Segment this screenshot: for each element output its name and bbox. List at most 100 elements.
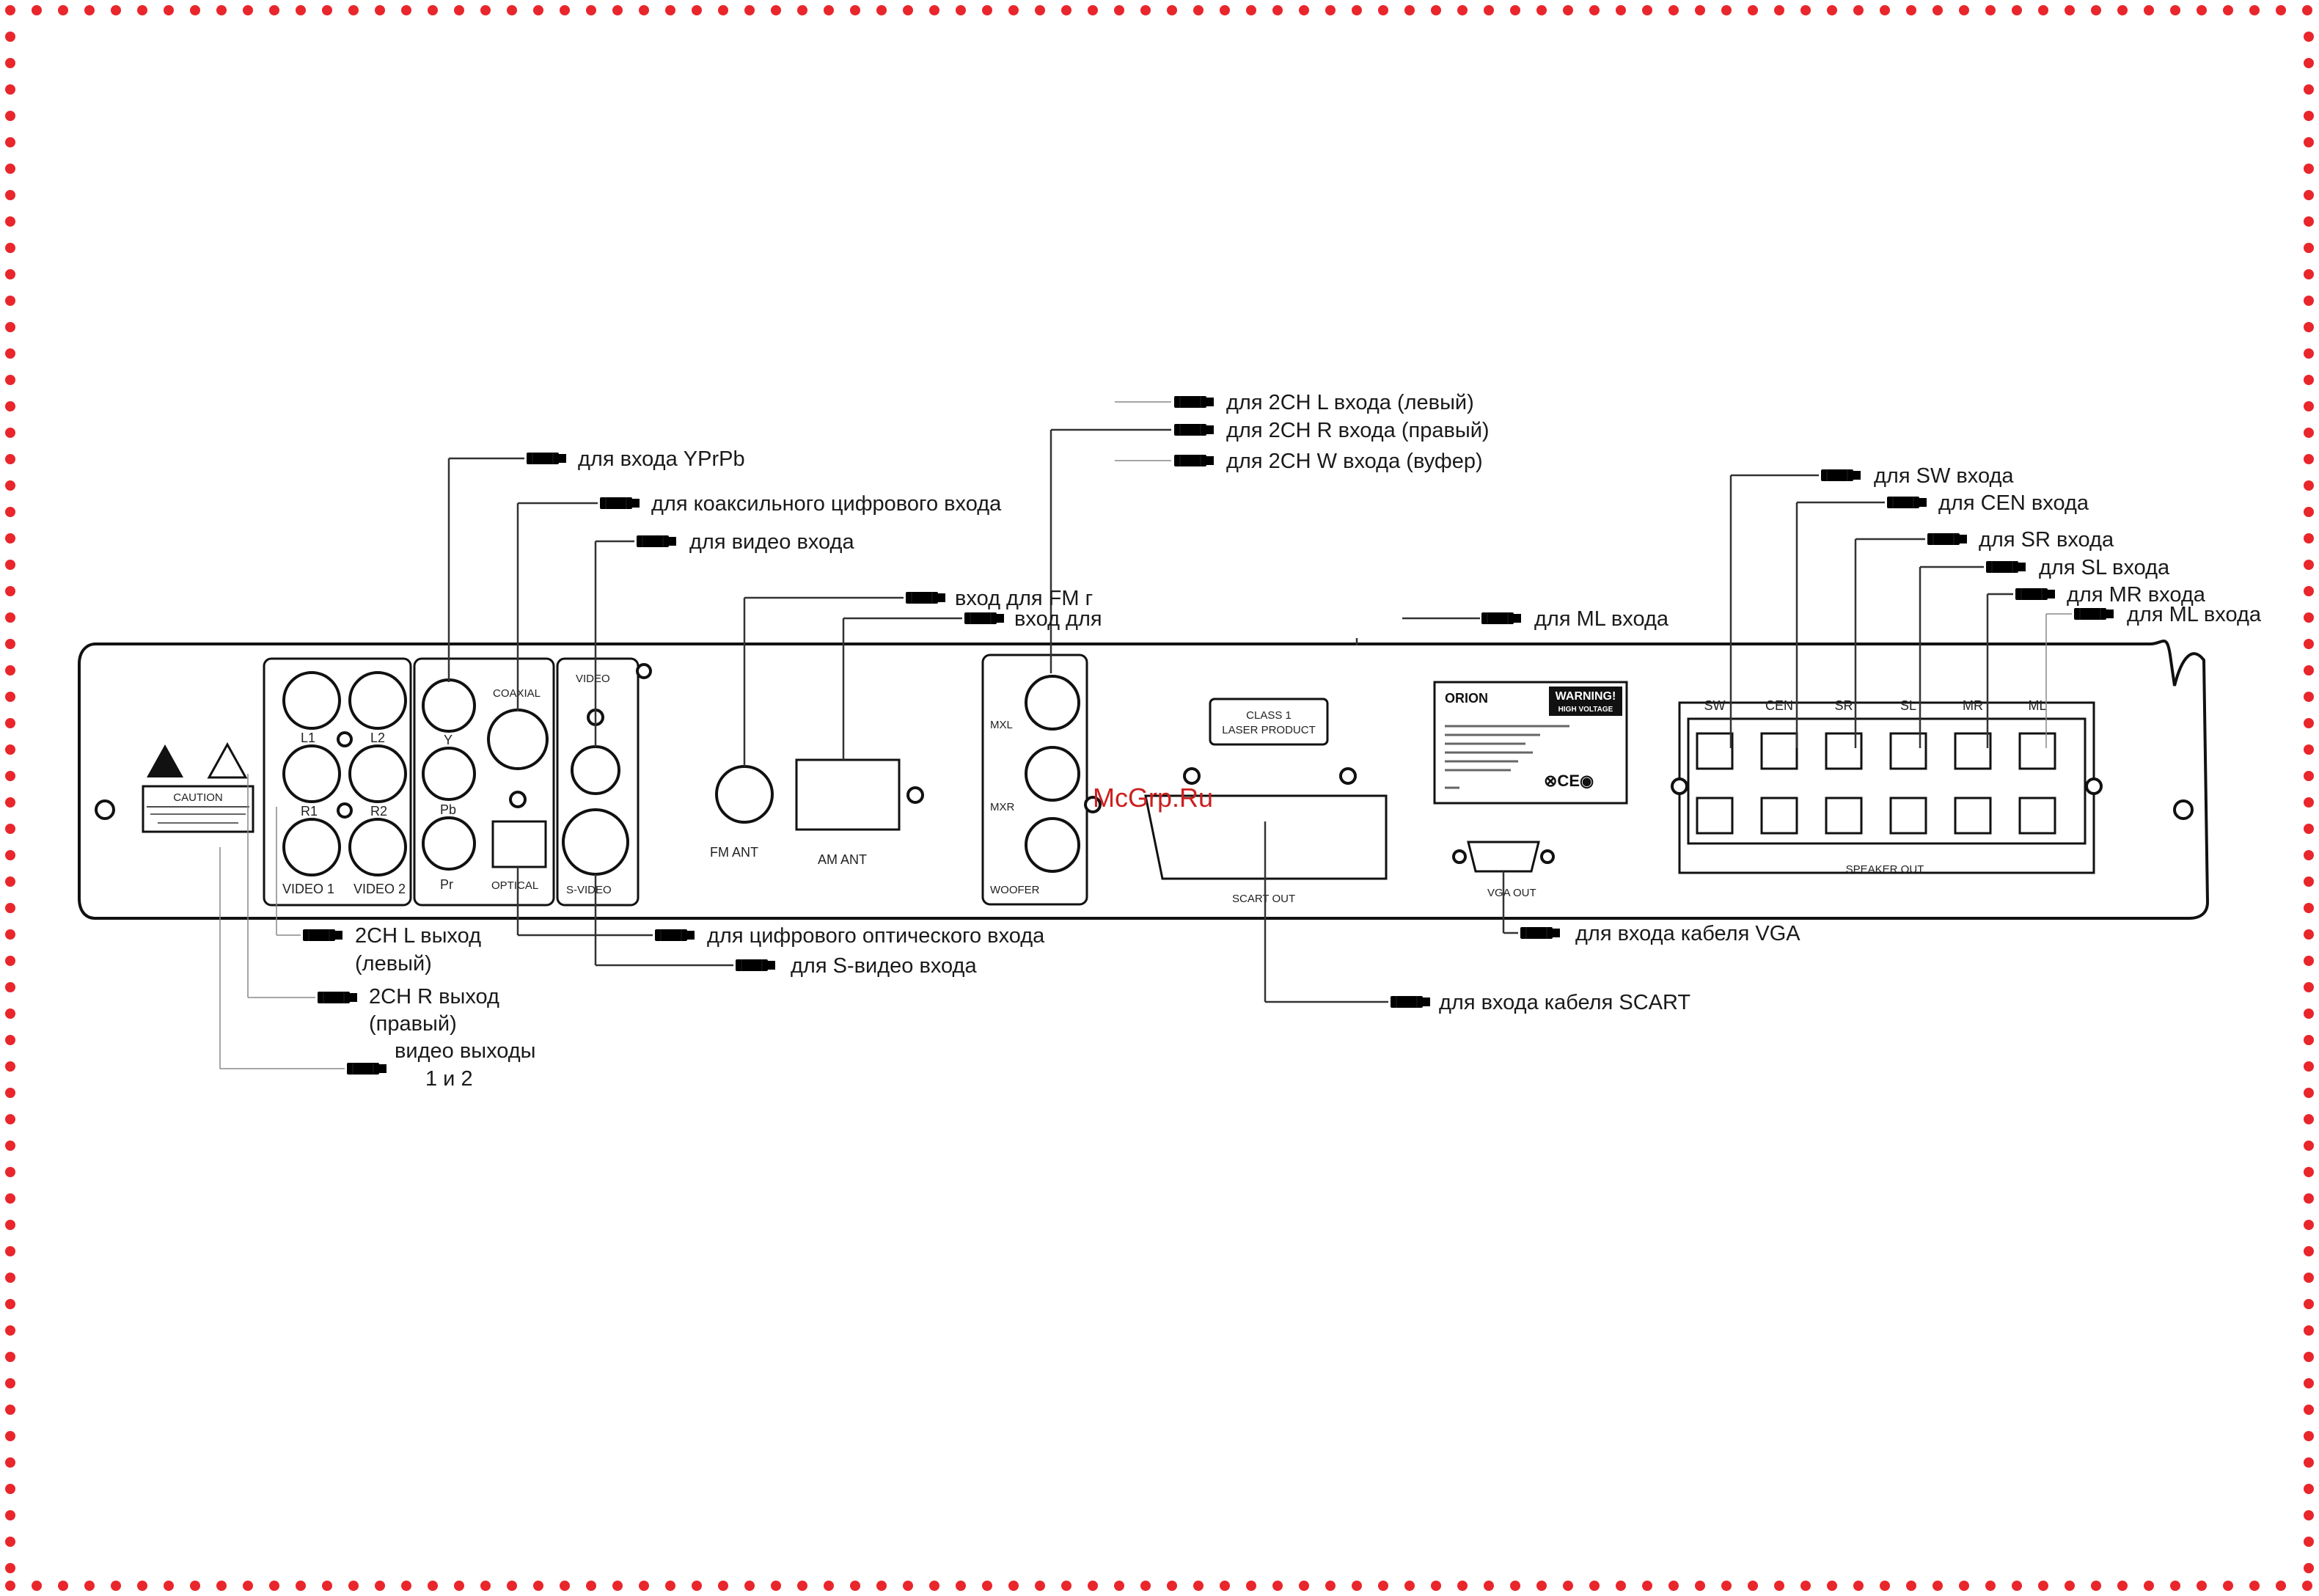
screw: [1084, 796, 1102, 813]
border-dot: [2304, 1088, 2314, 1098]
rca-plug-icon: [317, 991, 358, 1004]
video2-jack[interactable]: [348, 818, 407, 876]
border-dot: [2304, 718, 2314, 728]
mxr-jack[interactable]: [1025, 746, 1080, 802]
y-jack[interactable]: [422, 678, 476, 733]
border-dot: [1721, 1581, 1732, 1591]
leader-lines: [219, 401, 2072, 1069]
border-dot: [718, 1581, 728, 1591]
border-dot: [5, 269, 15, 279]
border-dot: [1985, 1581, 1996, 1591]
border-dot: [1272, 5, 1283, 15]
rca-plug-icon: [1173, 454, 1215, 467]
panel-screw-right: [2173, 799, 2194, 820]
border-dot: [560, 5, 570, 15]
speaker-terminal-sw-minus[interactable]: [1696, 797, 1734, 835]
border-dot: [84, 1581, 95, 1591]
border-dot: [2249, 5, 2260, 15]
coaxial-jack[interactable]: [487, 709, 549, 770]
border-dot: [2304, 164, 2314, 174]
am-ant-terminal[interactable]: [795, 758, 901, 831]
woofer-jack[interactable]: [1025, 817, 1080, 873]
speaker-terminal-ml-minus[interactable]: [2018, 797, 2056, 835]
border-dot: [5, 850, 15, 860]
speaker-label-sw: SW: [1704, 698, 1726, 713]
border-dot: [1774, 5, 1784, 15]
speaker-terminal-cen-plus[interactable]: [1760, 732, 1798, 770]
callout-out-l-1: 2CH L выход: [355, 924, 481, 948]
callout-sr: для SR входа: [1979, 528, 2114, 552]
border-dot: [5, 216, 15, 227]
border-dot: [1510, 5, 1520, 15]
border-dot: [401, 5, 411, 15]
vga-out-connector[interactable]: [1467, 841, 1540, 873]
border-dot: [2304, 296, 2314, 306]
border-dot: [5, 401, 15, 411]
fm-ant-jack[interactable]: [715, 765, 774, 824]
border-dot: [2304, 612, 2314, 623]
border-dot: [5, 1431, 15, 1441]
callout-am: вход для: [1014, 607, 1102, 631]
speaker-terminal-mr-minus[interactable]: [1954, 797, 1992, 835]
border-dot: [2276, 5, 2286, 15]
mxr-label: MXR: [990, 801, 1015, 813]
speaker-terminal-ml-plus[interactable]: [2018, 732, 2056, 770]
border-dot: [1906, 1581, 1916, 1591]
pr-jack[interactable]: [422, 816, 476, 871]
border-dot: [2304, 797, 2314, 808]
r1-jack[interactable]: [282, 744, 341, 803]
speaker-terminal-sl-minus[interactable]: [1889, 797, 1927, 835]
callout-cen: для CEN входа: [1938, 491, 2089, 515]
speaker-terminal-cen-minus[interactable]: [1760, 797, 1798, 835]
l1-jack[interactable]: [282, 671, 341, 730]
border-dot: [296, 5, 306, 15]
video1-jack[interactable]: [282, 818, 341, 876]
border-dot: [2304, 586, 2314, 596]
border-dot: [5, 190, 15, 200]
screw: [1183, 767, 1201, 785]
border-dot: [5, 560, 15, 570]
svideo-jack[interactable]: [562, 808, 629, 876]
border-dot: [5, 982, 15, 992]
pb-jack[interactable]: [422, 747, 476, 801]
border-dot: [2304, 1352, 2314, 1362]
border-dot: [2304, 32, 2314, 42]
border-dot: [375, 5, 385, 15]
border-dot: [322, 5, 332, 15]
callout-coax: для коаксильного цифрового входа: [651, 492, 1002, 516]
border-dot: [876, 5, 887, 15]
border-dot: [2304, 692, 2314, 702]
border-dot: [1510, 1581, 1520, 1591]
rca-plug-icon: [302, 929, 343, 942]
border-dot: [903, 1581, 913, 1591]
border-dot: [5, 1061, 15, 1072]
mxl-jack[interactable]: [1025, 675, 1080, 731]
border-dot: [322, 1581, 332, 1591]
border-dot: [5, 507, 15, 517]
optical-label: OPTICAL: [491, 879, 538, 892]
speaker-terminal-sw-plus[interactable]: [1696, 732, 1734, 770]
ce-mark-icon: ⊗CE◉: [1544, 772, 1594, 790]
speaker-terminal-mr-plus[interactable]: [1954, 732, 1992, 770]
border-dot: [58, 5, 68, 15]
border-dot: [2304, 1273, 2314, 1283]
border-dot: [1088, 1581, 1098, 1591]
border-dot: [5, 1581, 15, 1591]
border-dot: [2304, 824, 2314, 834]
border-dot: [2223, 5, 2233, 15]
border-dot: [2304, 243, 2314, 253]
video-jack[interactable]: [571, 745, 620, 795]
r2-jack[interactable]: [348, 744, 407, 803]
border-dot: [771, 5, 781, 15]
border-dot: [5, 692, 15, 702]
speaker-terminal-sr-minus[interactable]: [1825, 797, 1863, 835]
border-dot: [5, 1193, 15, 1204]
border-dot: [2304, 850, 2314, 860]
border-dot: [1061, 5, 1071, 15]
border-dot: [2304, 1405, 2314, 1415]
border-dot: [2304, 480, 2314, 491]
border-dot: [2170, 5, 2180, 15]
optical-jack[interactable]: [491, 820, 547, 868]
speaker-label-ml: ML: [2028, 698, 2046, 713]
l2-jack[interactable]: [348, 671, 407, 730]
